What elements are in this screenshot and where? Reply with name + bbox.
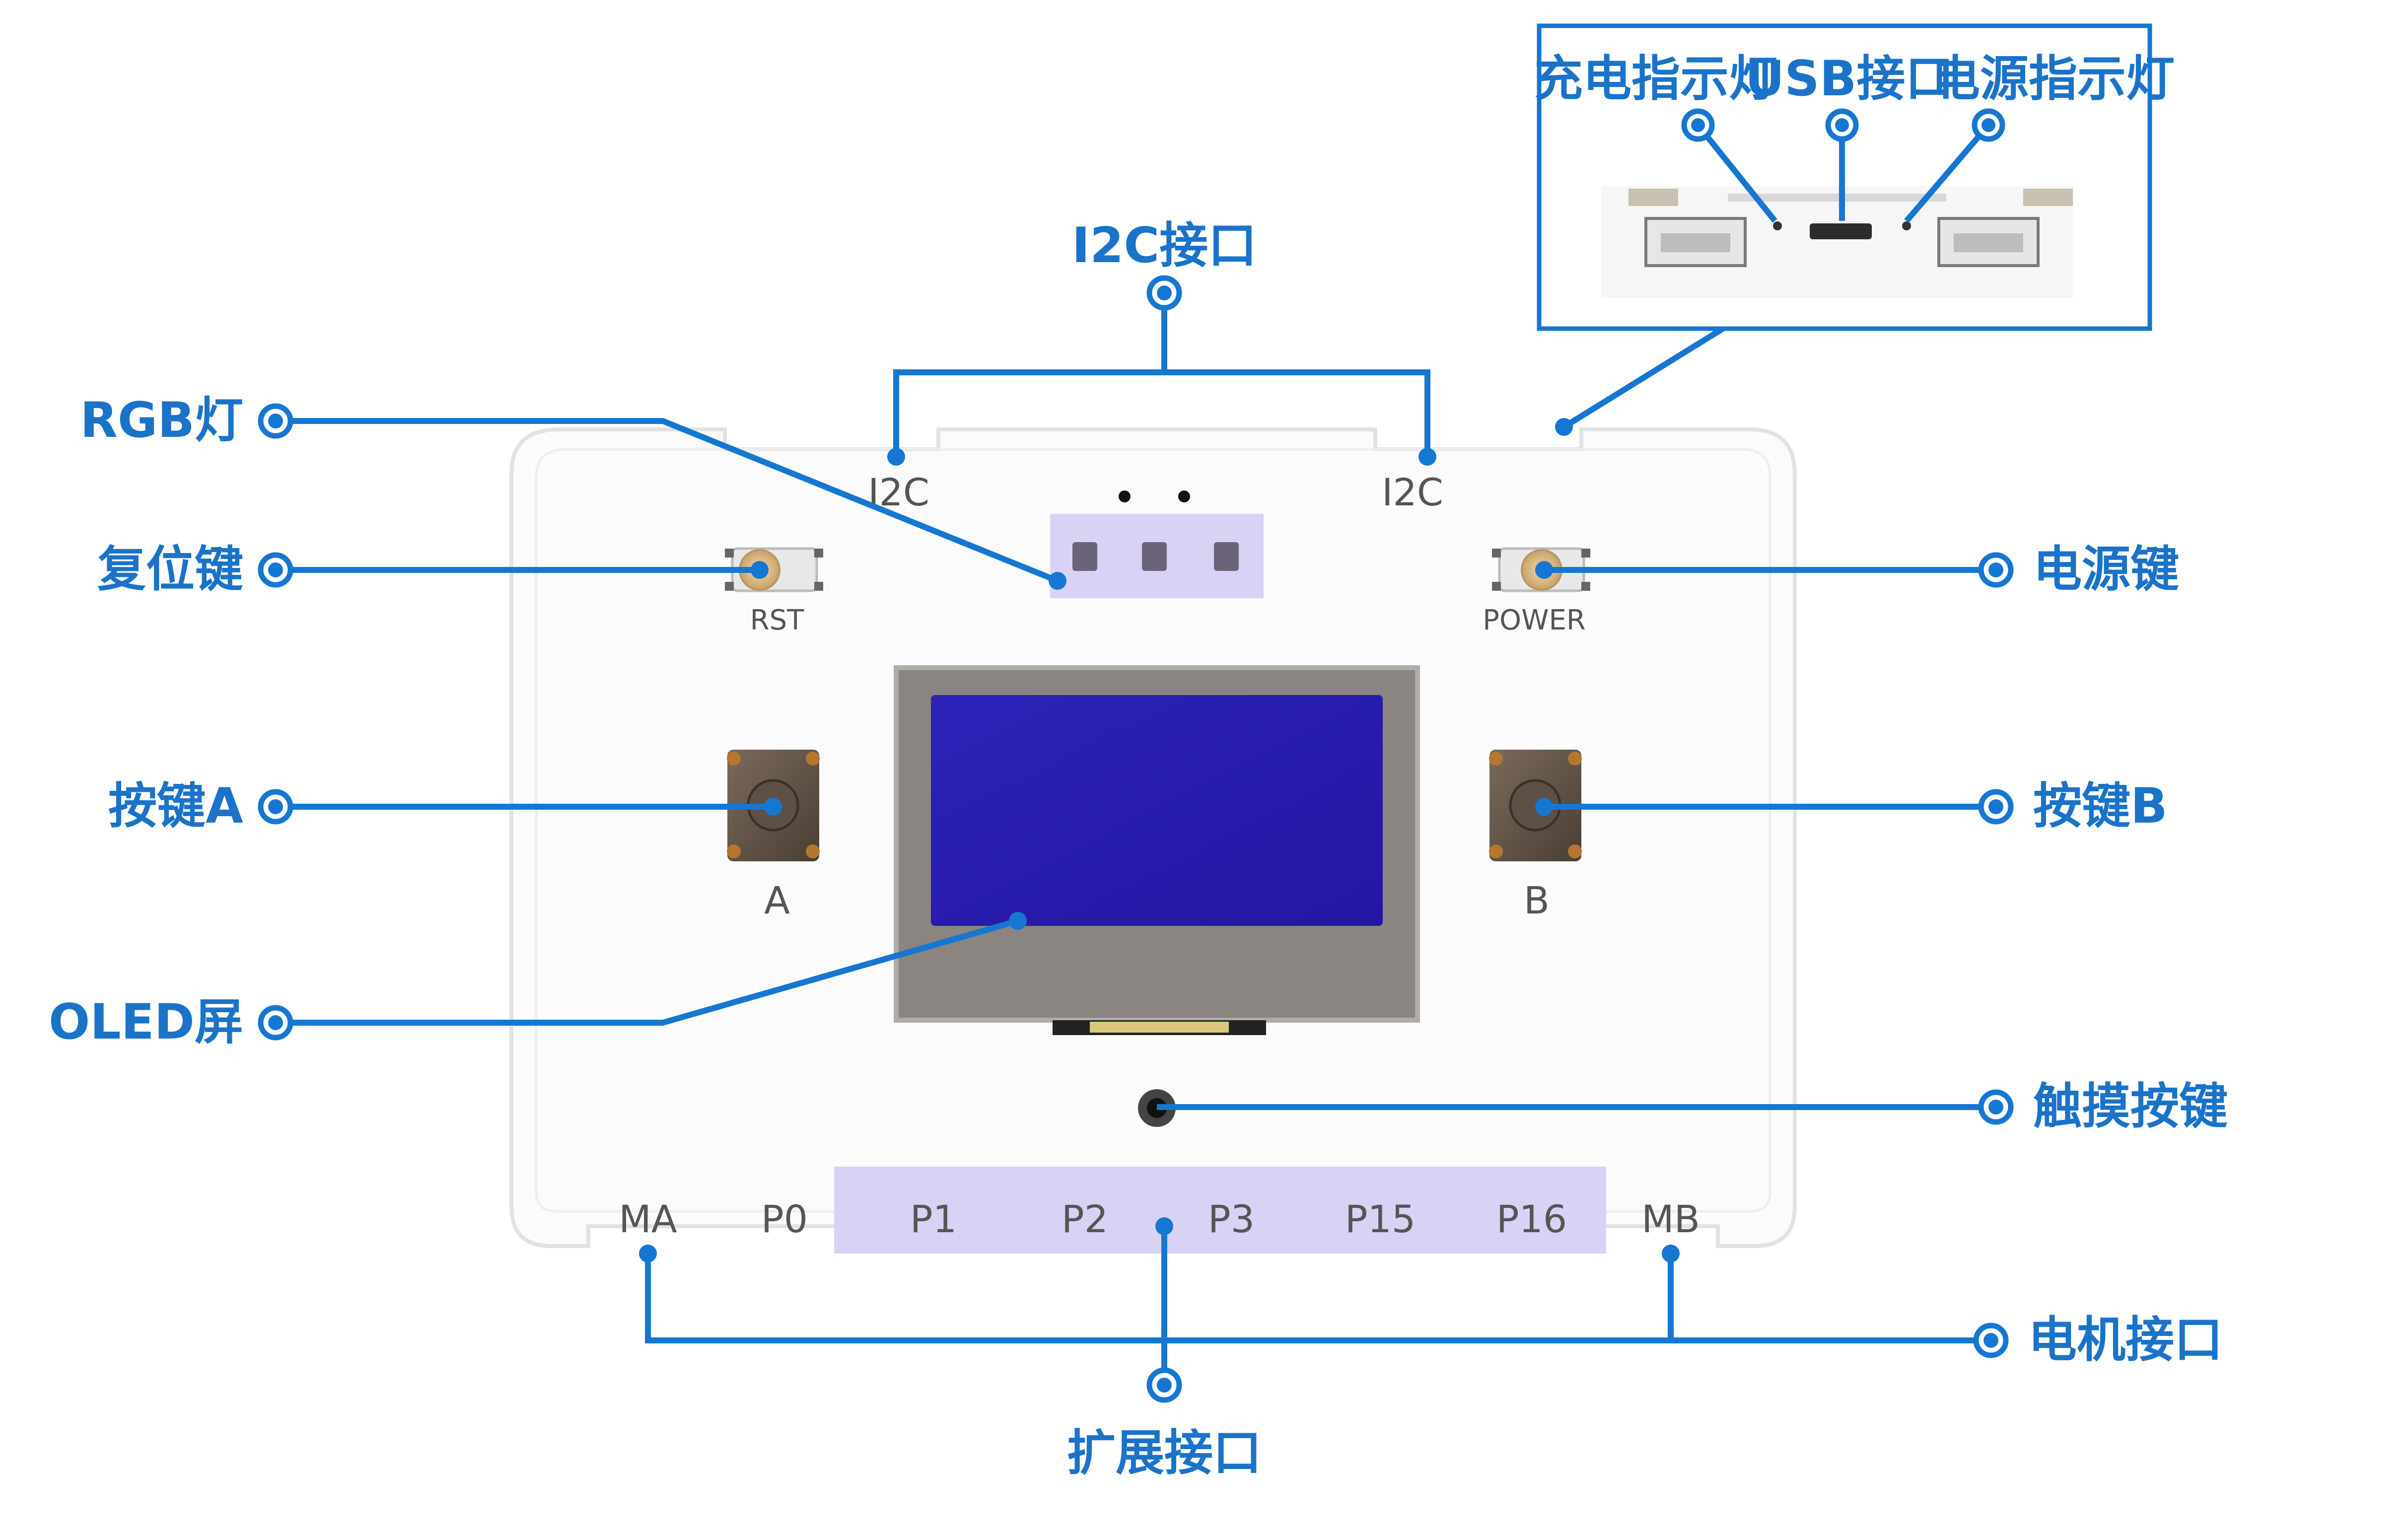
inset-power-led — [1902, 221, 1911, 230]
port-label-p15: P15 — [1345, 1197, 1416, 1241]
power-label: POWER — [1483, 604, 1586, 636]
callout-power-key: 电源键 — [2033, 541, 2179, 598]
port-label-p0: P0 — [761, 1197, 808, 1241]
callout-oled-screen: OLED屏 — [49, 994, 243, 1050]
inset-charge-led-label: 充电指示灯 — [1534, 51, 1777, 107]
port-label-p3: P3 — [1208, 1197, 1255, 1241]
expansion-port-area — [834, 1167, 1606, 1254]
port-label-mb: MB — [1641, 1197, 1700, 1241]
callout-dots — [258, 108, 2014, 1403]
callout-reset-key: 复位键 — [97, 541, 243, 598]
callout-key-b: 按键B — [2033, 778, 2168, 835]
callout-i2c-interface: I2C接口 — [1072, 217, 1257, 274]
inset-usb-label: USB接口 — [1745, 51, 1954, 107]
callout-touch-key: 触摸按键 — [2033, 1078, 2228, 1135]
rgb-led-1 — [1072, 542, 1097, 571]
port-label-p1: P1 — [910, 1197, 957, 1241]
rgb-led-3 — [1214, 542, 1239, 571]
callout-motor-interface: 电机接口 — [2028, 1312, 2223, 1368]
button-a-label: A — [764, 878, 790, 922]
inset-charge-led — [1773, 221, 1782, 230]
i2c-right-label: I2C — [1382, 470, 1443, 514]
rgb-led-area — [1050, 490, 1264, 598]
oled-screen — [931, 695, 1383, 926]
port-label-ma: MA — [619, 1197, 677, 1241]
inset-power-led-label: 电源指示灯 — [1931, 51, 2175, 107]
inset-usb-port — [1810, 223, 1872, 239]
callout-key-a: 按键A — [108, 778, 243, 835]
port-label-p16: P16 — [1496, 1197, 1567, 1241]
callout-expansion-interface: 扩展接口 — [1067, 1425, 1262, 1481]
leader-lines — [276, 123, 1996, 1385]
rgb-led-2 — [1142, 542, 1167, 571]
oled-module — [894, 665, 1420, 1035]
callout-rgb-light: RGB灯 — [80, 392, 243, 449]
button-b-label: B — [1524, 878, 1550, 922]
rst-label: RST — [750, 604, 804, 636]
port-label-p2: P2 — [1062, 1197, 1108, 1241]
